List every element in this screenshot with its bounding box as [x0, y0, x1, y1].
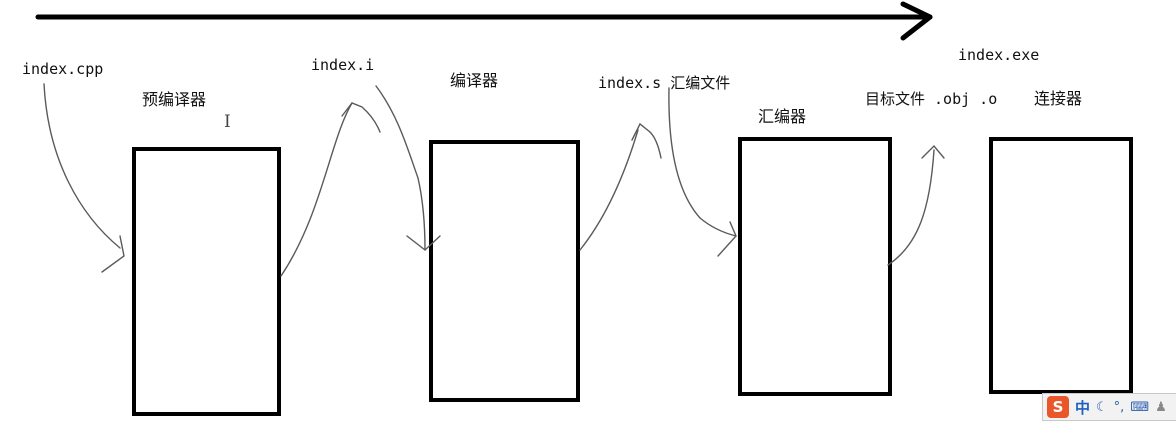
index-exe-label: index.exe: [958, 46, 1040, 64]
arrowhead-compiler: [406, 235, 441, 251]
arrow-compiler-to-index-s: [579, 129, 639, 251]
object-file-label: 目标文件 .obj .o: [865, 90, 998, 108]
keyboard-icon[interactable]: ⌨: [1130, 399, 1150, 415]
ime-toolbar[interactable]: S 中 ☾ °, ⌨ ♟: [1042, 393, 1176, 421]
arrow-index-s-to-assembler: [668, 87, 737, 237]
index-s-label: index.s 汇编文件: [598, 74, 731, 92]
arrowhead-index-s: [631, 122, 662, 159]
arrow-assembler-to-object: [887, 149, 935, 266]
index-cpp-label: index.cpp: [22, 60, 104, 78]
punctuation-icon[interactable]: °,: [1113, 399, 1125, 415]
arrow-preprocessor-to-index-i: [280, 102, 353, 277]
preprocessor-box: [132, 147, 281, 416]
linker-box: [989, 137, 1133, 394]
linker-label: 连接器: [1034, 89, 1083, 108]
timeline-arrowhead: [900, 1, 933, 41]
compiler-label: 编译器: [450, 71, 499, 90]
ime-mode-toggle[interactable]: 中: [1075, 398, 1091, 417]
moon-icon[interactable]: ☾: [1096, 399, 1108, 415]
arrowhead-index-i: [341, 102, 381, 133]
arrow-cpp-to-preprocessor: [43, 83, 121, 249]
arrowhead-cpp: [101, 235, 125, 273]
index-i-label: index.i: [311, 56, 375, 74]
arrowhead-object: [921, 144, 945, 159]
sogou-logo-icon[interactable]: S: [1047, 396, 1069, 418]
arrowhead-assembler: [717, 221, 737, 257]
assembler-label: 汇编器: [758, 107, 807, 126]
text-cursor-icon: I: [224, 112, 231, 132]
arrow-index-i-to-compiler: [375, 85, 426, 251]
assembler-box: [738, 137, 892, 396]
compiler-box: [429, 140, 580, 402]
preprocessor-label: 预编译器: [142, 90, 207, 109]
user-icon[interactable]: ♟: [1155, 399, 1167, 415]
